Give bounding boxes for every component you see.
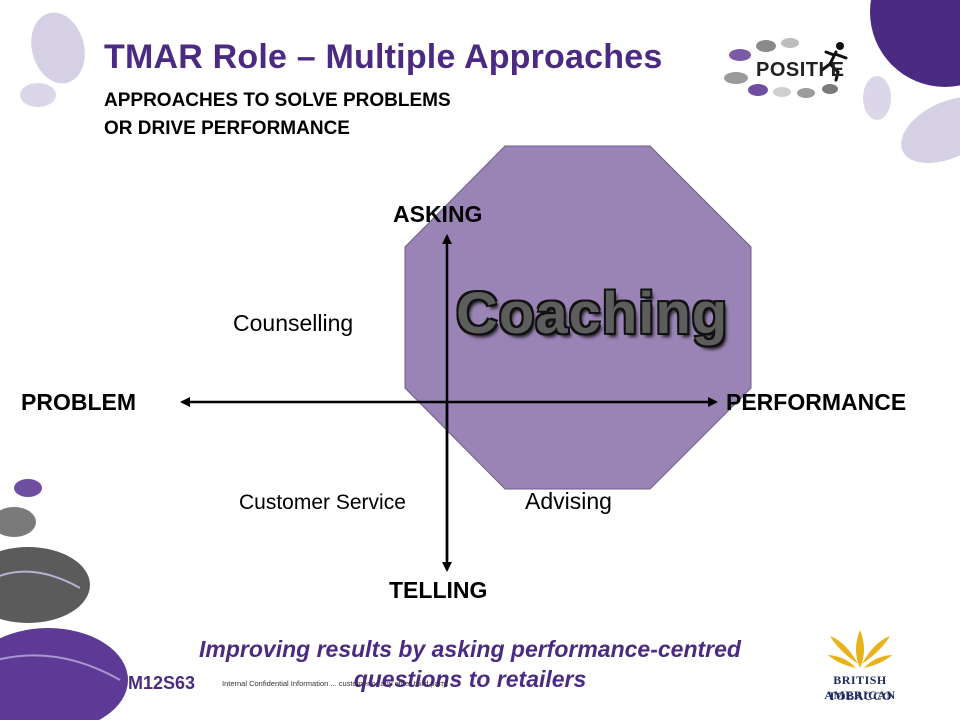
stone-shape — [0, 547, 90, 623]
axis-label-problem: PROBLEM — [21, 389, 136, 415]
pebble-shape — [31, 12, 85, 84]
brand-name-line-1: BRITISH AMERICAN — [824, 673, 896, 702]
axis-label-performance: PERFORMANCE — [726, 389, 907, 415]
coaching-label: Coaching — [456, 281, 729, 346]
stone-shape — [0, 507, 36, 537]
subtitle-line-1: APPROACHES TO SOLVE PROBLEMS — [104, 90, 451, 111]
bat-leaf-icon — [828, 630, 892, 668]
pebble-shape — [863, 76, 891, 120]
pebble-shape — [901, 96, 960, 164]
quadrant-label-advising: Advising — [525, 488, 612, 514]
stone-shape — [0, 628, 128, 720]
axis-label-telling: TELLING — [389, 577, 488, 603]
axis-label-asking: ASKING — [393, 201, 483, 227]
tagline: Improving results by asking performance-… — [199, 636, 741, 692]
page-title: TMAR Role – Multiple Approaches — [104, 38, 663, 76]
corner-circle-shape — [870, 0, 960, 87]
stone-shape — [14, 479, 42, 497]
slide-code: M12S63 — [128, 673, 196, 693]
logo-pebbles — [724, 38, 838, 98]
quadrant-label-counselling: Counselling — [233, 310, 354, 336]
subtitle-line-2: OR DRIVE PERFORMANCE — [104, 118, 350, 139]
quadrant-label-customer-service: Customer Service — [239, 491, 406, 514]
positive-logo-text: POSITI E — [756, 59, 845, 81]
footer-confidential-text: Internal Confidential Information ... cu… — [222, 679, 449, 688]
pebble-shape — [20, 83, 56, 107]
stone-stripe-shape — [0, 570, 81, 589]
brand-name-line-2: TOBACCO — [828, 689, 892, 703]
stone-stripe-shape — [0, 654, 121, 681]
running-person-icon — [820, 42, 848, 82]
